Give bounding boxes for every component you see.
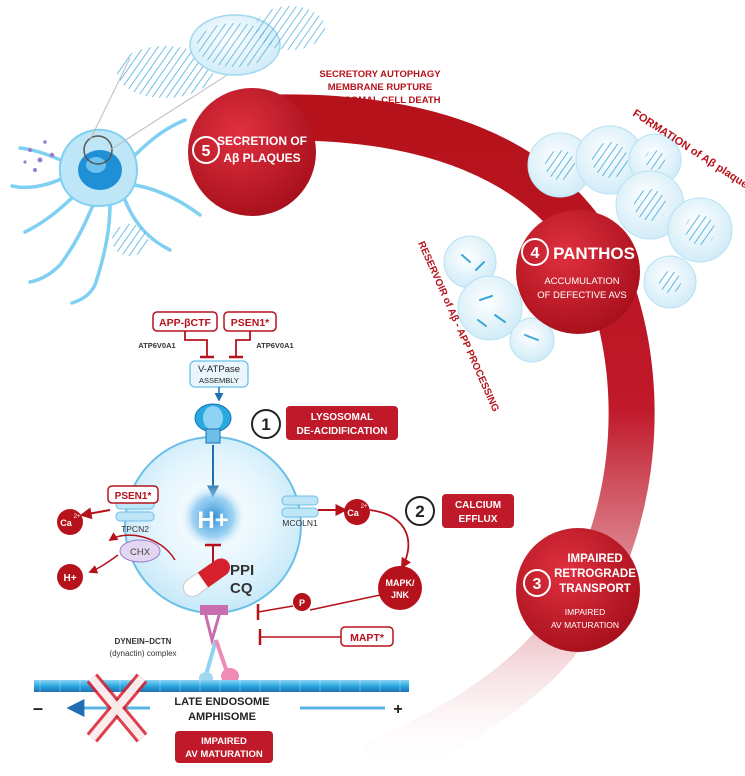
step4-number: 4 bbox=[531, 245, 540, 262]
impaired-maturation-box bbox=[175, 731, 273, 763]
cause-membrane-rupture: MEMBRANE RUPTURE bbox=[328, 82, 433, 93]
chx-label: CHX bbox=[130, 547, 151, 558]
step4-title: PANTHOS bbox=[553, 244, 635, 263]
amphisome-label: AMPHISOME bbox=[188, 711, 256, 723]
drug-cq: CQ bbox=[230, 580, 253, 597]
atp6v0a1-left: ATP6V0A1 bbox=[138, 341, 175, 350]
drug-ppi: PPI bbox=[230, 562, 254, 579]
cause-secretory-autophagy: SECRETORY AUTOPHAGY bbox=[319, 69, 441, 80]
mapk-line2: JNK bbox=[391, 590, 410, 600]
step5-causes: SECRETORY AUTOPHAGY MEMBRANE RUPTURE LYS… bbox=[319, 69, 441, 106]
step4-sub-line2: OF DEFECTIVE AVS bbox=[537, 290, 627, 301]
mapt-label: MAPT* bbox=[350, 632, 385, 644]
ca-left-charge: 2+ bbox=[74, 514, 81, 520]
step3-title-line3: TRANSPORT bbox=[559, 583, 631, 595]
vesicle-bubbles bbox=[443, 235, 555, 363]
app-bctf-label: APP-βCTF bbox=[159, 317, 211, 329]
step3-node: 3 IMPAIRED RETROGRADE TRANSPORT IMPAIRED… bbox=[516, 528, 640, 652]
step3-title-line1: IMPAIRED bbox=[567, 553, 622, 565]
minus-end-label: – bbox=[33, 698, 43, 718]
step5-node: 5 SECRETION OF Aβ PLAQUES bbox=[188, 88, 316, 216]
amyloid-fibrils-top bbox=[112, 6, 325, 256]
h-out-label: H+ bbox=[63, 573, 76, 584]
psen1-left-box bbox=[107, 485, 159, 504]
blocked-x-icon bbox=[86, 673, 148, 743]
mcoln1-efflux: Ca 2+ bbox=[318, 499, 412, 569]
step5-number: 5 bbox=[202, 143, 211, 160]
mcoln1-label: MCOLN1 bbox=[282, 518, 318, 528]
neuron-illustration bbox=[10, 57, 236, 305]
step4-node: 4 PANTHOS ACCUMULATION OF DEFECTIVE AVS bbox=[516, 210, 640, 334]
chx-exchanger: CHX H+ bbox=[57, 532, 176, 590]
step2-node: 2 CALCIUM EFFLUX bbox=[405, 494, 514, 528]
lysosome: H+ PPI CQ TPCN2 MCOLN1 bbox=[115, 403, 319, 684]
vatpase-line2: ASSEMBLY bbox=[199, 376, 239, 385]
psen1-left-label: PSEN1* bbox=[115, 491, 152, 502]
mcoln1-channel-icon bbox=[281, 495, 319, 518]
step2-label-line1: CALCIUM bbox=[455, 500, 501, 511]
inhibitor-boxes: APP-βCTF PSEN1* ATP6V0A1 ATP6V0A1 V-ATPa… bbox=[138, 311, 294, 402]
atp6v0a1-right: ATP6V0A1 bbox=[256, 341, 293, 350]
impaired-maturation-line1: IMPAIRED bbox=[201, 736, 247, 747]
step2-label-line2: EFFLUX bbox=[459, 514, 498, 525]
step4-sub-line1: ACCUMULATION bbox=[544, 276, 619, 287]
phospho-label: P bbox=[299, 598, 305, 608]
mapk-line1: MAPK/ bbox=[386, 578, 415, 588]
cause-lysosomal-cell-death: LYSOSOMAL CELL DEATH bbox=[319, 95, 440, 106]
step3-sub-line2: AV MATURATION bbox=[551, 620, 619, 630]
late-endosome-label: LATE ENDOSOME bbox=[174, 696, 269, 708]
plaque-bubbles bbox=[527, 125, 733, 309]
step3-title-line2: RETROGRADE bbox=[554, 568, 636, 580]
step3-number: 3 bbox=[533, 576, 542, 593]
dynein-motor-icon bbox=[199, 605, 239, 684]
step1-number: 1 bbox=[261, 415, 270, 434]
psen1-top-label: PSEN1* bbox=[231, 317, 270, 329]
tpcn2-label: TPCN2 bbox=[121, 524, 149, 534]
vatpase-pump-icon bbox=[194, 403, 232, 444]
proton-label: H+ bbox=[197, 507, 228, 534]
step1-label-line2: DE-ACIDIFICATION bbox=[297, 426, 388, 437]
plus-end-label: + bbox=[393, 701, 402, 718]
ca-right-charge: 2+ bbox=[361, 504, 368, 510]
step3-sub-line1: IMPAIRED bbox=[565, 607, 605, 617]
ca-right-label: Ca bbox=[347, 508, 359, 518]
pill-icon bbox=[182, 558, 230, 597]
step2-number: 2 bbox=[415, 502, 424, 521]
step1-node: 1 LYSOSOMAL DE-ACIDIFICATION bbox=[251, 406, 398, 440]
impaired-maturation-line2: AV MATURATION bbox=[185, 749, 263, 760]
mapk-signaling: MAPK/ JNK P MAPT* bbox=[256, 566, 422, 647]
psen1-efflux: PSEN1* Ca 2+ bbox=[57, 485, 159, 535]
vatpase-line1: V-ATPase bbox=[198, 364, 240, 375]
ca-left-label: Ca bbox=[60, 518, 72, 528]
step5-title-line1: SECRETION OF bbox=[217, 134, 307, 148]
step1-label-line1: LYSOSOMAL bbox=[311, 412, 373, 423]
step5-title-line2: Aβ PLAQUES bbox=[223, 151, 300, 165]
dynein-label-line2: (dynactin) complex bbox=[109, 649, 176, 658]
dynein-label-line1: DYNEIN–DCTN bbox=[115, 637, 172, 646]
pathway-arc bbox=[254, 94, 655, 776]
